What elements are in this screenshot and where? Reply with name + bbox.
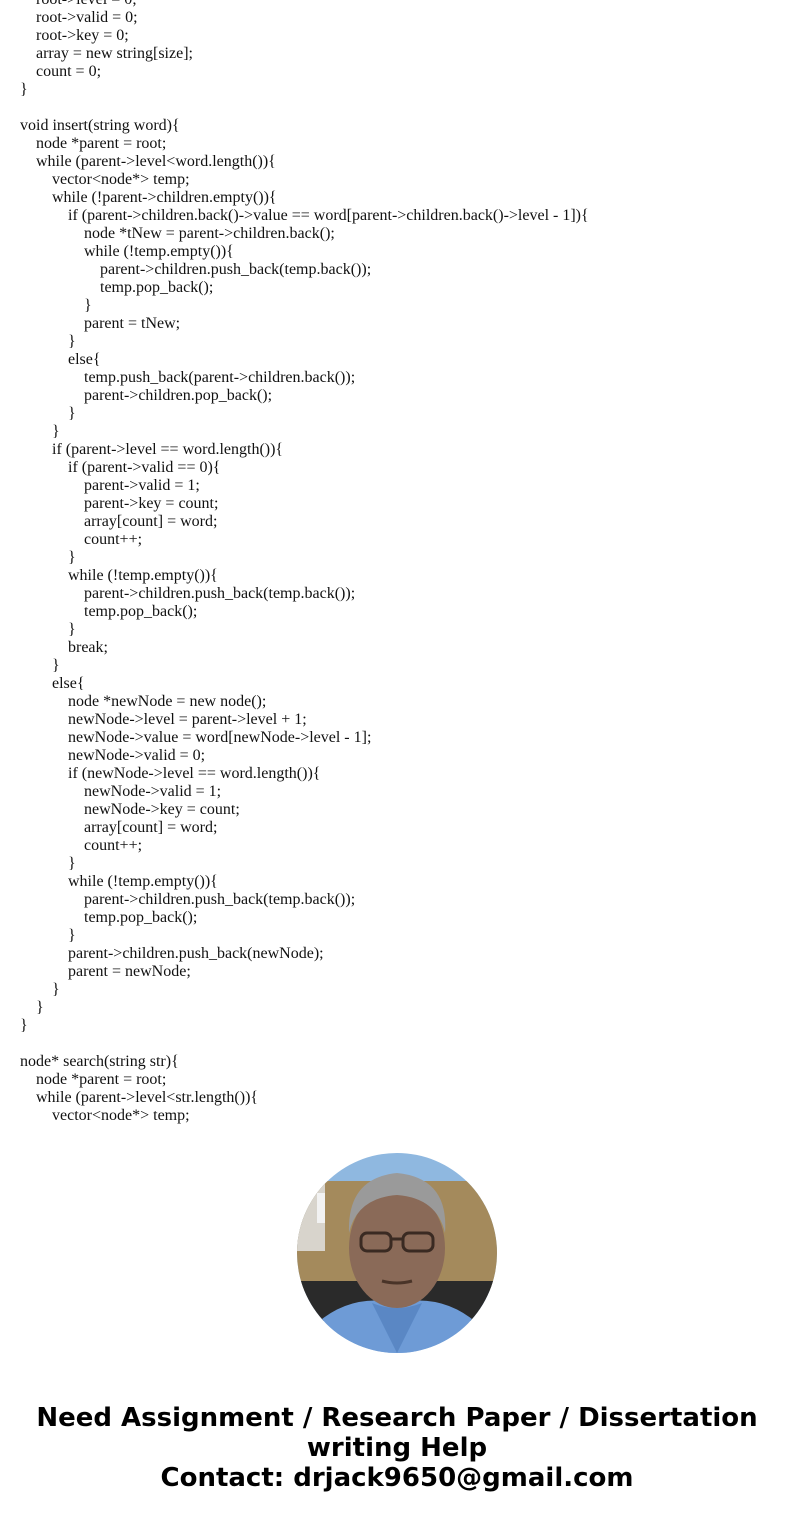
code-line: while (!temp.empty()){ <box>68 567 218 584</box>
code-line: parent->children.push_back(temp.back()); <box>84 585 356 602</box>
code-line: if (parent->level == word.length()){ <box>52 441 284 458</box>
code-line: while (parent->level<str.length()){ <box>36 1089 259 1106</box>
portrait-image <box>297 1153 497 1353</box>
code-line: temp.pop_back(); <box>84 603 198 620</box>
code-line: temp.push_back(parent->children.back()); <box>84 369 356 386</box>
code-line: } <box>20 1017 28 1034</box>
code-line: array[count] = word; <box>84 819 218 836</box>
code-line: if (parent->valid == 0){ <box>68 459 221 476</box>
code-line: temp.pop_back(); <box>84 909 198 926</box>
code-line: count++; <box>84 837 143 854</box>
code-line: } <box>68 405 76 422</box>
code-line: } <box>68 927 76 944</box>
code-line: vector<node*> temp; <box>52 1107 190 1124</box>
contact-banner: Need Assignment / Research Paper / Disse… <box>0 1403 794 1493</box>
code-line: array[count] = word; <box>84 513 218 530</box>
code-line: count++; <box>84 531 143 548</box>
code-line: while (!parent->children.empty()){ <box>52 189 277 206</box>
code-line: } <box>68 333 76 350</box>
code-line: node* search(string str){ <box>20 1053 179 1070</box>
code-line: newNode->key = count; <box>84 801 240 818</box>
banner-headline: Need Assignment / Research Paper / Disse… <box>36 1403 758 1433</box>
code-line: } <box>52 423 60 440</box>
code-line: parent = tNew; <box>84 315 181 332</box>
code-line: newNode->level = parent->level + 1; <box>68 711 307 728</box>
code-line: count = 0; <box>36 63 102 80</box>
code-line: vector<node*> temp; <box>52 171 190 188</box>
code-line: if (parent->children.back()->value == wo… <box>68 207 589 224</box>
code-line: node *parent = root; <box>36 1071 167 1088</box>
code-line: root->level = 0; <box>20 0 589 9</box>
code-line: } <box>20 81 28 98</box>
code-line: while (!temp.empty()){ <box>84 243 234 260</box>
code-line: parent->valid = 1; <box>84 477 200 494</box>
code-line: } <box>52 657 60 674</box>
contact-email: Contact: drjack9650@gmail.com <box>160 1463 634 1493</box>
code-line: parent = newNode; <box>68 963 191 980</box>
code-line: while (!temp.empty()){ <box>68 873 218 890</box>
code-line: parent->children.pop_back(); <box>84 387 273 404</box>
code-line: temp.pop_back(); <box>100 279 214 296</box>
code-line: break; <box>68 639 108 656</box>
code-line: if (newNode->level == word.length()){ <box>68 765 321 782</box>
code-line <box>20 99 589 117</box>
code-line: parent->key = count; <box>84 495 219 512</box>
code-line: } <box>52 981 60 998</box>
code-line: } <box>68 549 76 566</box>
code-line: newNode->value = word[newNode->level - 1… <box>68 729 372 746</box>
code-block: root->level = 0;root->valid = 0;root->ke… <box>20 0 589 1125</box>
code-line: void insert(string word){ <box>20 117 180 134</box>
code-line: } <box>68 621 76 638</box>
code-line: parent->children.push_back(newNode); <box>68 945 324 962</box>
author-avatar <box>297 1153 497 1353</box>
code-line: root->key = 0; <box>36 27 129 44</box>
code-line: node *tNew = parent->children.back(); <box>84 225 335 242</box>
code-line: while (parent->level<word.length()){ <box>36 153 276 170</box>
code-line: } <box>84 297 92 314</box>
banner-subline: writing Help <box>306 1433 488 1463</box>
code-line: parent->children.push_back(temp.back()); <box>84 891 356 908</box>
code-line: root->valid = 0; <box>36 9 138 26</box>
code-line: newNode->valid = 1; <box>84 783 222 800</box>
code-line <box>20 1035 589 1053</box>
code-line: parent->children.push_back(temp.back()); <box>100 261 372 278</box>
code-line: newNode->valid = 0; <box>68 747 206 764</box>
code-line: else{ <box>68 351 101 368</box>
code-line: array = new string[size]; <box>36 45 193 62</box>
code-line: node *newNode = new node(); <box>68 693 267 710</box>
code-line: node *parent = root; <box>36 135 167 152</box>
code-line: } <box>36 999 44 1016</box>
code-line: else{ <box>52 675 85 692</box>
code-line: } <box>68 855 76 872</box>
